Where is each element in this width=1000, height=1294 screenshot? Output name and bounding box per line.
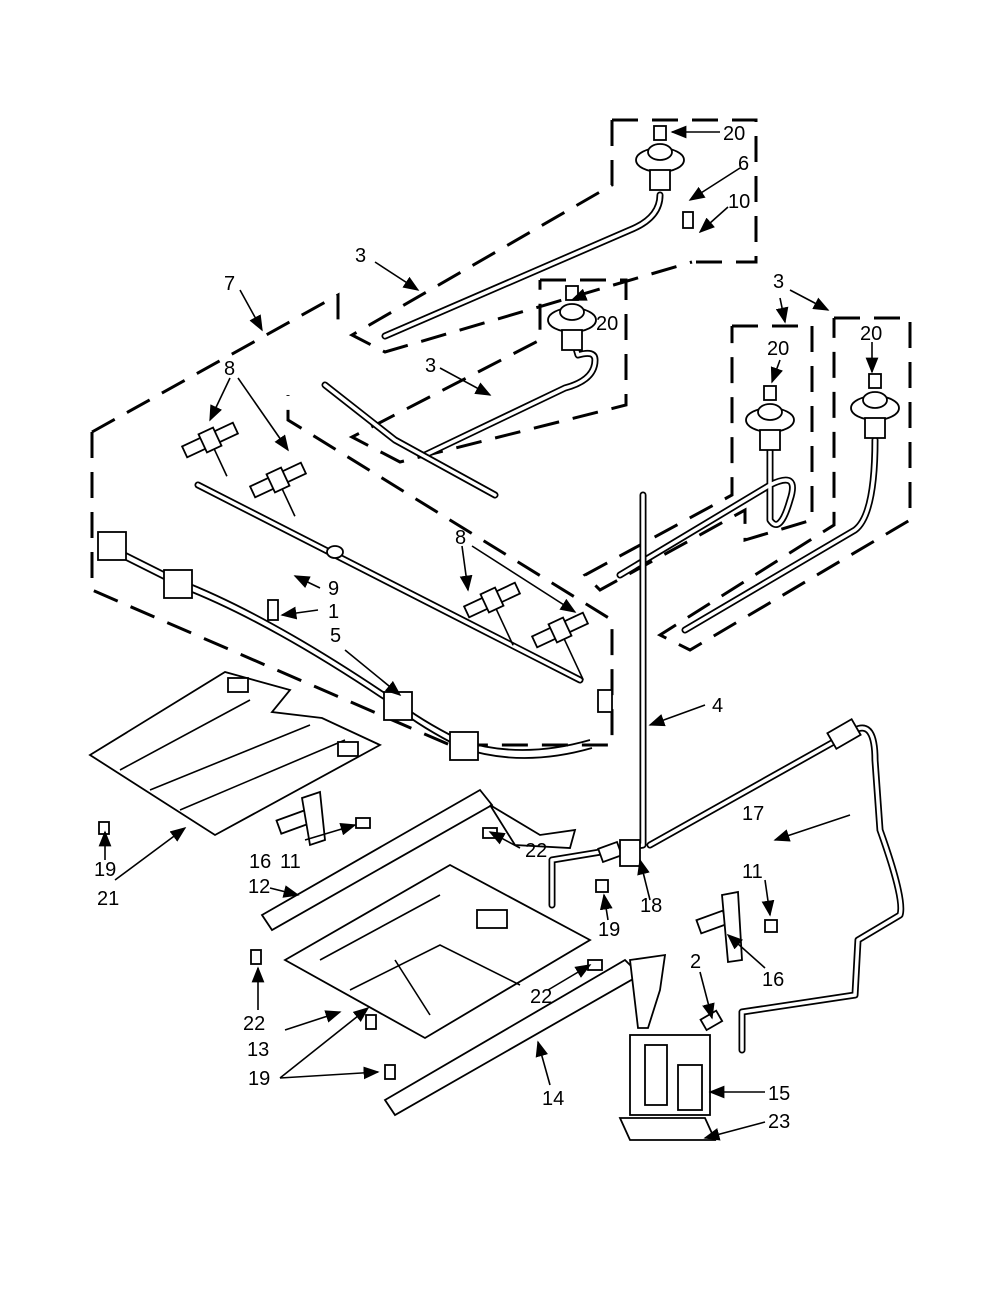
callout-22-upper: 22: [525, 840, 547, 862]
leader-lines: [98, 125, 879, 1141]
wire-harness: [97, 531, 613, 761]
dashed-group-outlines: [90, 118, 912, 747]
manifold: [194, 381, 584, 684]
burner-supply-tubes: [381, 191, 905, 1054]
callout-1: 1: [328, 601, 339, 623]
callout-13: 13: [247, 1039, 269, 1061]
regulator-assembly: [618, 1009, 724, 1141]
callout-19-left: 19: [94, 859, 116, 881]
callout-4: 4: [712, 695, 723, 717]
callout-11-right: 11: [742, 861, 763, 883]
callout-7: 7: [224, 273, 235, 295]
callout-22-center: 22: [530, 986, 552, 1008]
igniters: [180, 421, 590, 681]
callout-18: 18: [640, 895, 662, 917]
valve-right-2: [850, 373, 900, 439]
orifice-fittings: [597, 717, 862, 867]
callout-5: 5: [330, 625, 341, 647]
callout-3-top: 3: [355, 245, 366, 267]
callout-19-bottom: 19: [248, 1068, 270, 1090]
callout-10: 10: [728, 191, 750, 213]
callout-16-right: 16: [762, 969, 784, 991]
callout-3-middle: 3: [425, 355, 436, 377]
callout-8-right: 8: [455, 527, 466, 549]
callout-16-left: 16: [249, 851, 271, 873]
valve-second: [547, 285, 597, 351]
valve-top: [635, 125, 685, 191]
callout-19-center: 19: [598, 919, 620, 941]
burner-valves: [547, 125, 900, 451]
callout-15: 15: [768, 1083, 790, 1105]
callout-12: 12: [248, 876, 270, 898]
callout-21: 21: [97, 888, 119, 910]
callout-9: 9: [328, 578, 339, 600]
callout-17: 17: [742, 803, 764, 825]
callout-8-left: 8: [224, 358, 235, 380]
burner-tubes: [260, 788, 667, 1117]
callout-23: 23: [768, 1111, 790, 1133]
heat-shield: [88, 671, 382, 837]
callout-11-left: 11: [280, 851, 301, 873]
callout-22-left: 22: [243, 1013, 265, 1035]
callout-20-top: 20: [723, 123, 745, 145]
callout-14: 14: [542, 1088, 564, 1110]
valve-right-1: [745, 385, 795, 451]
callout-20-right-2: 20: [860, 323, 882, 345]
callout-2: 2: [690, 951, 701, 973]
callout-numbers: 20 6 10 3 20 3 7 8 3 20 20 8 9 1 5 4 17 …: [94, 123, 882, 1133]
callout-20-right-1: 20: [767, 338, 789, 360]
callout-20-second: 20: [596, 313, 618, 335]
callout-3-right: 3: [773, 271, 784, 293]
callout-6: 6: [738, 153, 749, 175]
